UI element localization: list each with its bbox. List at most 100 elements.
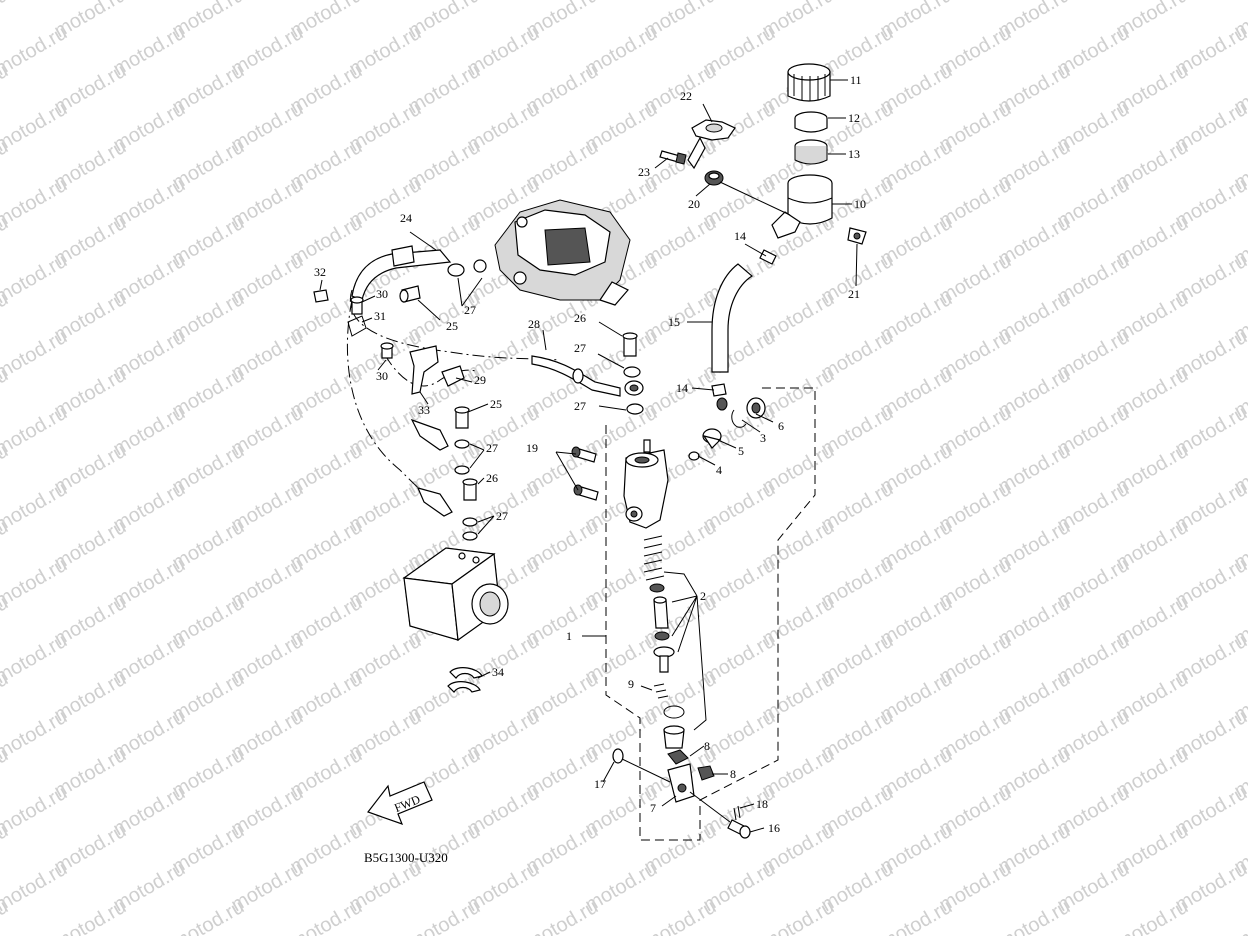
- callout-10: 10: [854, 197, 866, 211]
- clip-14-lower: [711, 383, 727, 397]
- callout-25-mid: 25: [490, 397, 502, 411]
- callout-2: 2: [700, 589, 706, 603]
- clamp-31: [347, 315, 367, 337]
- clip-14-upper: [759, 249, 777, 265]
- callout-22: 22: [680, 89, 692, 103]
- watermark-text: motod.ru: [995, 896, 1074, 936]
- watermark-text: motod.ru: [1113, 896, 1192, 936]
- diagram-code: B5G1300-U320: [364, 850, 448, 865]
- watermark-text: motod.ru: [287, 896, 366, 936]
- routing-line-bracket: [384, 354, 479, 387]
- callout-28: 28: [528, 317, 540, 331]
- hose-fitting-28: [572, 368, 644, 396]
- callout-26-right: 26: [574, 311, 586, 325]
- watermark-text: motod.ru: [0, 630, 71, 689]
- callout-8-side: 8: [730, 767, 736, 781]
- watermark-text: motod.ru: [0, 554, 71, 613]
- bracket-33: [409, 345, 439, 395]
- nut-8-upper: [667, 749, 689, 765]
- washer-27-a: [623, 366, 641, 378]
- callout-5: 5: [738, 444, 744, 458]
- watermark-text: motod.ru: [405, 896, 484, 936]
- watermark-text: motod.ru: [169, 896, 248, 936]
- cup-seal: [654, 631, 670, 641]
- clevis-7: [667, 763, 695, 803]
- callout-29: 29: [474, 373, 486, 387]
- watermark-text: motod.ru: [0, 858, 71, 917]
- callout-27-b: 27: [574, 399, 586, 413]
- watermark-text: motod.ru: [523, 896, 602, 936]
- caliper: [494, 199, 631, 306]
- clip-29: [441, 365, 465, 387]
- watermark-text: motod.ru: [0, 706, 71, 765]
- cotter-pin-18: [733, 805, 741, 821]
- watermark-text: motod.ru: [0, 326, 71, 385]
- watermark-text: motod.ru: [877, 896, 956, 936]
- watermark-text: motod.ru: [0, 98, 71, 157]
- callout-13: 13: [848, 147, 860, 161]
- washer-a: [649, 583, 665, 593]
- callout-14-upper: 14: [734, 229, 746, 243]
- seal-6: [746, 397, 766, 419]
- callout-27-e: 27: [496, 509, 508, 523]
- watermark-text: motod.ru: [0, 22, 71, 81]
- callout-19: 19: [526, 441, 538, 455]
- union-bolt-25-top: [399, 285, 421, 303]
- oring-4: [688, 451, 700, 461]
- callout-32: 32: [314, 265, 326, 279]
- callout-17: 17: [594, 777, 606, 791]
- reservoir-bracket: [687, 119, 736, 170]
- bolt-30-top: [350, 296, 364, 315]
- master-cylinder: [623, 439, 669, 529]
- abs-unit: [402, 547, 509, 642]
- callout-26-left: 26: [486, 471, 498, 485]
- watermark-text: motod.ru: [0, 896, 12, 936]
- reservoir-diaphragm: [794, 139, 828, 165]
- leader-lines: [319, 79, 858, 833]
- pushrod-spring-9: [653, 683, 669, 699]
- washer-27-f: [462, 531, 478, 541]
- bolt-19-upper: [571, 446, 597, 463]
- watermark-text: motod.ru: [0, 174, 71, 233]
- watermark-text: motod.ru: [0, 478, 71, 537]
- reservoir-tank: [771, 174, 833, 239]
- clip-34: [447, 667, 483, 693]
- callout-27-d: 27: [486, 441, 498, 455]
- piston: [653, 596, 669, 629]
- watermark-text: motod.ru: [759, 896, 838, 936]
- callout-11: 11: [850, 73, 862, 87]
- watermark-text: motod.ru: [0, 782, 71, 841]
- watermark-text: motod.ru: [51, 896, 130, 936]
- brake-hose-24: [351, 249, 452, 301]
- watermark-text: motod.ru: [0, 250, 71, 309]
- bolt-23: [659, 150, 687, 165]
- nut-8-side: [697, 765, 715, 781]
- callout-27-a: 27: [574, 341, 586, 355]
- watermark-text: motod.ru: [0, 0, 12, 42]
- callout-16: 16: [768, 821, 780, 835]
- callout-23: 23: [638, 165, 650, 179]
- callout-21: 21: [848, 287, 860, 301]
- callout-15: 15: [668, 315, 680, 329]
- callout-8-upper: 8: [704, 739, 710, 753]
- callout-18: 18: [756, 797, 768, 811]
- screw-21: [847, 227, 867, 245]
- callout-12: 12: [848, 111, 860, 125]
- bolt-19-lower: [573, 484, 599, 501]
- grommet-20: [704, 170, 724, 186]
- callout-3: 3: [760, 431, 766, 445]
- reservoir-cap: [787, 63, 831, 102]
- callout-24: 24: [400, 211, 412, 225]
- callout-30-top: 30: [376, 287, 388, 301]
- reservoir-hose: [711, 263, 754, 373]
- spring: [643, 535, 665, 581]
- callout-34: 34: [492, 665, 504, 679]
- reservoir-plate: [794, 111, 828, 133]
- callout-14-lower: 14: [676, 381, 688, 395]
- callout-9-label: 9: [628, 677, 634, 691]
- callout-7: 7: [650, 801, 656, 815]
- callout-1: 1: [566, 629, 572, 643]
- hose-fitting-24: [391, 245, 487, 277]
